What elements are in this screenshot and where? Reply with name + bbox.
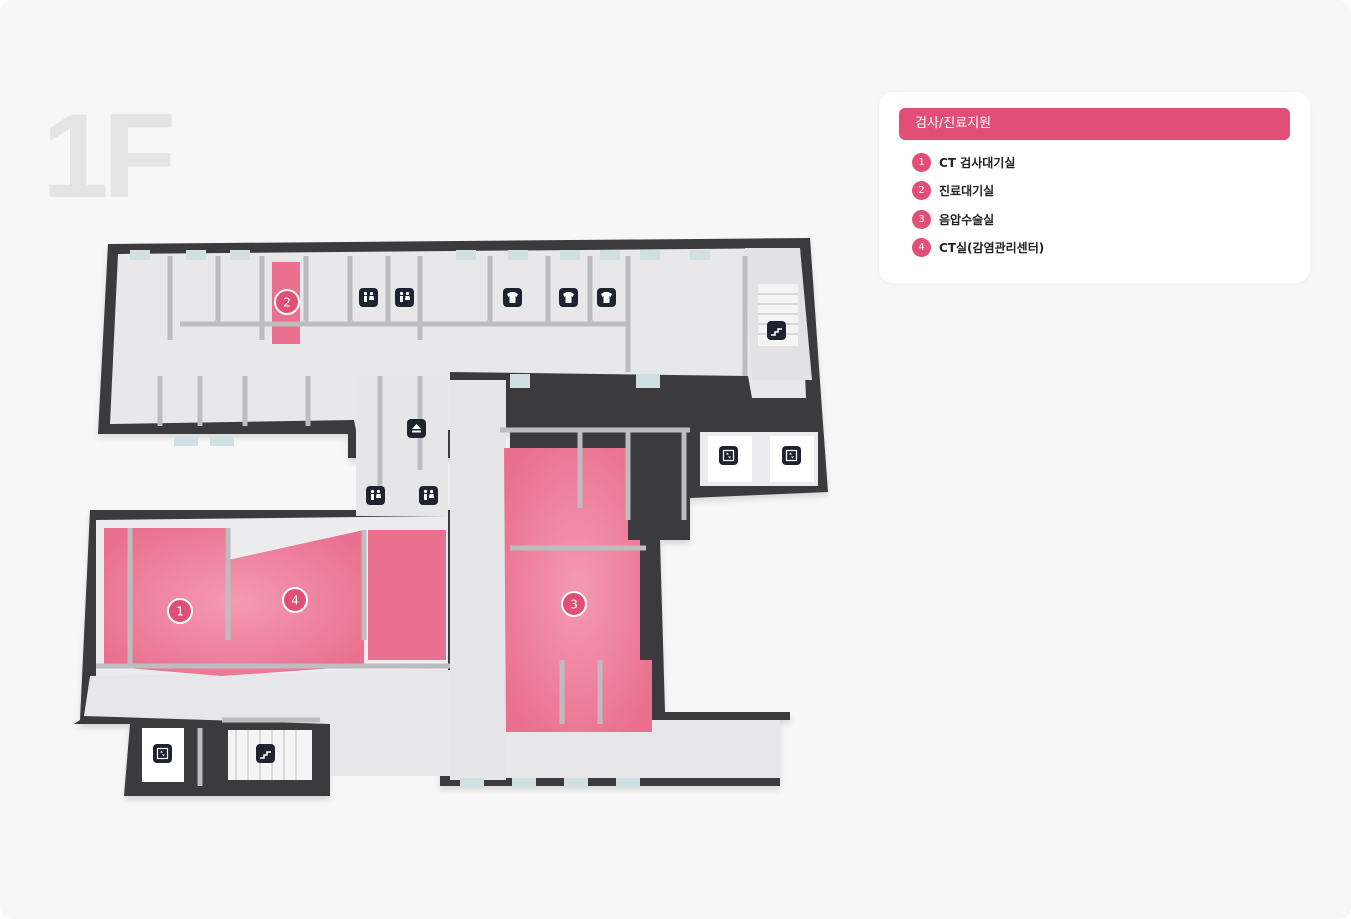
restroom-icon — [359, 288, 378, 307]
legend-number-badge: 2 — [912, 181, 931, 200]
legend-number-badge: 1 — [912, 152, 931, 172]
room-marker-3[interactable]: 3 — [561, 591, 587, 617]
room-marker-label: 4 — [291, 594, 299, 608]
room-marker-1[interactable]: 1 — [167, 598, 193, 624]
legend-item-4[interactable]: 4 CT실(감염관리센터) — [912, 238, 1044, 258]
room-marker-label: 1 — [176, 605, 184, 619]
legend-item-label: CT실(감염관리센터) — [939, 241, 1045, 255]
legend-card: 검사/진료지원 1 CT 검사대기실 2 진료대기실 3 음압수술실 4 CT실… — [879, 92, 1310, 283]
legend-number-badge: 4 — [912, 238, 931, 257]
interior-walls — [96, 256, 748, 786]
room-1-4-area — [104, 528, 364, 676]
legend-item-3[interactable]: 3 음압수술실 — [912, 209, 1044, 229]
restroom-icon — [366, 486, 385, 505]
restroom-icon — [395, 288, 414, 307]
changing-room-icon — [503, 288, 522, 307]
stairs — [228, 284, 798, 780]
room-marker-label: 2 — [283, 296, 291, 310]
room-annex-area — [368, 530, 446, 660]
legend-item-label: CT 검사대기실 — [939, 155, 1016, 170]
legend-number-badge: 3 — [912, 209, 931, 229]
highlighted-rooms — [104, 262, 652, 732]
elevator-icon — [153, 744, 172, 763]
legend-category-header: 검사/진료지원 — [899, 108, 1290, 140]
legend-item-2[interactable]: 2 진료대기실 — [912, 181, 1044, 201]
elevator-icon — [719, 446, 738, 465]
stairs-icon — [767, 321, 786, 340]
changing-room-icon — [559, 288, 578, 307]
elevator-icon — [782, 446, 801, 465]
legend-list: 1 CT 검사대기실 2 진료대기실 3 음압수술실 4 CT실(감염관리센터) — [912, 152, 1044, 266]
eject-icon — [407, 419, 426, 438]
legend-item-label: 음압수술실 — [939, 212, 995, 227]
room-marker-4[interactable]: 4 — [282, 587, 308, 613]
changing-room-icon — [597, 288, 616, 307]
room-3-area — [504, 448, 652, 732]
restroom-icon — [419, 486, 438, 505]
room-marker-2[interactable]: 2 — [274, 289, 300, 315]
legend-item-1[interactable]: 1 CT 검사대기실 — [912, 152, 1044, 172]
floor-label: 1F — [42, 89, 176, 223]
room-marker-label: 3 — [570, 598, 578, 612]
windows — [130, 250, 710, 788]
legend-item-label: 진료대기실 — [939, 184, 995, 198]
stairs-icon — [256, 744, 275, 763]
